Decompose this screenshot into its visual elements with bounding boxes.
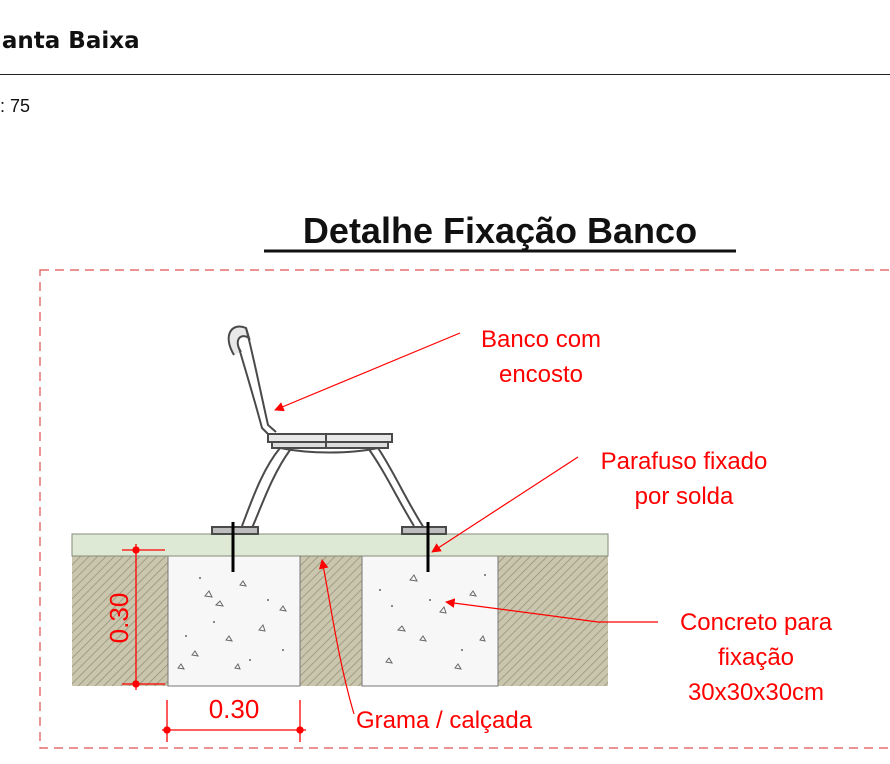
soil-hatch: [72, 556, 608, 686]
label-concrete-line1: Concreto para: [680, 609, 833, 636]
bench: [211, 325, 447, 535]
label-screw-line2: por solda: [635, 483, 734, 510]
dimension-height: [122, 544, 165, 690]
scale-label: : 75: [0, 96, 31, 116]
concrete-block-right: [361, 555, 499, 687]
label-screw-line1: Parafuso fixado: [601, 448, 768, 475]
grass-layer: [71, 533, 609, 557]
label-grass: Grama / calçada: [356, 707, 533, 734]
dimension-width-label: 0.30: [209, 694, 260, 724]
leader-concrete: [445, 598, 658, 623]
page-title: lanta Baixa: [0, 28, 140, 54]
leader-grass: [318, 559, 355, 715]
detail-title: Detalhe Fixação Banco: [303, 210, 697, 251]
leader-lines: [274, 332, 658, 715]
label-bench-line2: encosto: [499, 361, 583, 388]
concrete-block-left: [167, 555, 301, 687]
detail-frame: [39, 269, 890, 749]
label-bench-line1: Banco com: [481, 326, 601, 353]
dimension-height-label: 0.30: [104, 593, 134, 644]
leader-screw: [431, 456, 579, 553]
label-concrete-line2: fixação: [718, 644, 794, 671]
label-concrete-line3: 30x30x30cm: [688, 679, 824, 706]
leader-bench: [274, 332, 461, 412]
title-underline: [0, 74, 890, 75]
dimension-width: [162, 700, 306, 742]
